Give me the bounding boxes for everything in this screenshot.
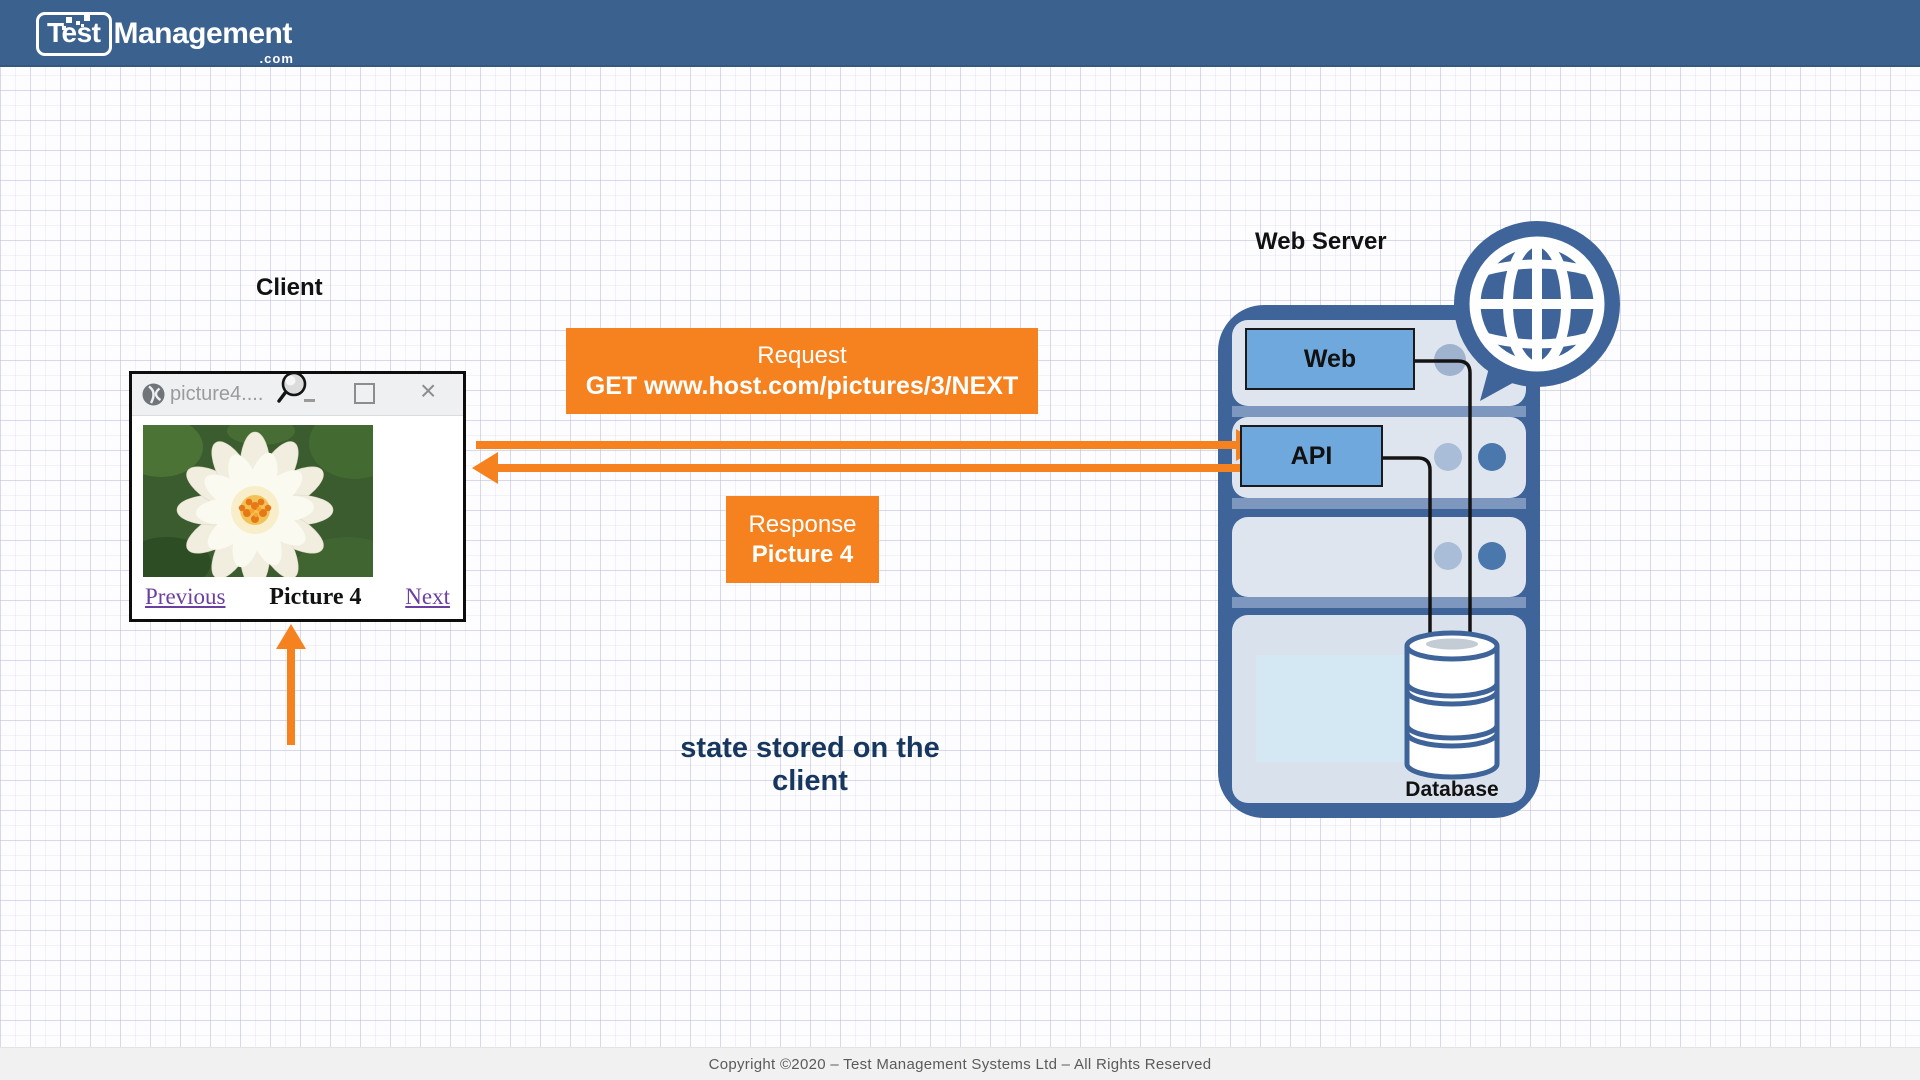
api-component-box: API bbox=[1240, 425, 1383, 487]
internet-globe-icon bbox=[1454, 221, 1620, 401]
logo-management-text: Management bbox=[113, 17, 293, 50]
up-arrow-icon bbox=[276, 624, 306, 649]
rack-divider bbox=[1232, 406, 1526, 417]
next-link[interactable]: Next bbox=[405, 584, 450, 609]
copyright-text: Copyright ©2020 – Test Management System… bbox=[708, 1055, 1212, 1073]
close-button[interactable]: × bbox=[420, 375, 437, 406]
logo-com-suffix: .com bbox=[259, 51, 294, 66]
logo-pixel-decoration bbox=[62, 26, 66, 30]
state-note-text: state stored on the client bbox=[680, 732, 940, 797]
request-title: Request bbox=[757, 341, 847, 369]
previous-link[interactable]: Previous bbox=[145, 584, 226, 609]
server-led bbox=[1434, 443, 1462, 471]
client-browser-window: picture4.... × bbox=[129, 371, 466, 622]
request-url: GET www.host.com/pictures/3/NEXT bbox=[585, 371, 1019, 400]
rack-divider bbox=[1232, 498, 1526, 509]
rack-inner-panel bbox=[1256, 655, 1408, 762]
browser-globe-icon bbox=[142, 383, 165, 406]
request-arrow-line bbox=[476, 441, 1242, 449]
footer-bar: Copyright ©2020 – Test Management System… bbox=[0, 1047, 1920, 1080]
database-icon bbox=[1404, 630, 1500, 780]
response-arrowhead-icon bbox=[472, 452, 498, 484]
response-box: Response Picture 4 bbox=[726, 496, 879, 583]
client-label: Client bbox=[256, 274, 323, 301]
request-box: Request GET www.host.com/pictures/3/NEXT bbox=[566, 328, 1038, 414]
browser-page-nav: Previous Picture 4 Next bbox=[132, 584, 463, 611]
picture-caption: Picture 4 bbox=[269, 584, 362, 610]
logo-pixel-decoration bbox=[81, 24, 84, 27]
response-title: Response bbox=[748, 510, 857, 538]
response-payload: Picture 4 bbox=[751, 540, 854, 568]
web-component-box: Web bbox=[1245, 328, 1415, 390]
picture4-flower-image bbox=[143, 425, 373, 577]
server-led bbox=[1478, 542, 1506, 570]
response-arrow-line bbox=[496, 464, 1250, 472]
logo-test-badge: Test bbox=[36, 12, 112, 56]
database-label: Database bbox=[1405, 778, 1499, 801]
web-server-label: Web Server bbox=[1255, 228, 1387, 255]
server-led bbox=[1434, 542, 1462, 570]
logo-pixel-decoration bbox=[76, 21, 80, 25]
up-arrow-shaft bbox=[287, 648, 295, 745]
browser-titlebar: picture4.... × bbox=[132, 371, 463, 416]
server-led bbox=[1478, 443, 1506, 471]
testmanagement-logo: Test Management .com bbox=[36, 12, 293, 66]
app-header: Test Management .com bbox=[0, 0, 1920, 67]
rack-divider bbox=[1232, 597, 1526, 608]
maximize-button[interactable] bbox=[354, 383, 375, 404]
logo-pixel-decoration bbox=[84, 15, 90, 21]
minimize-button[interactable] bbox=[304, 399, 315, 402]
rack-unit-3 bbox=[1232, 517, 1526, 597]
logo-pixel-decoration bbox=[66, 17, 72, 23]
browser-tab-title: picture4.... bbox=[170, 383, 264, 405]
magnifier-cursor-icon bbox=[277, 371, 307, 403]
